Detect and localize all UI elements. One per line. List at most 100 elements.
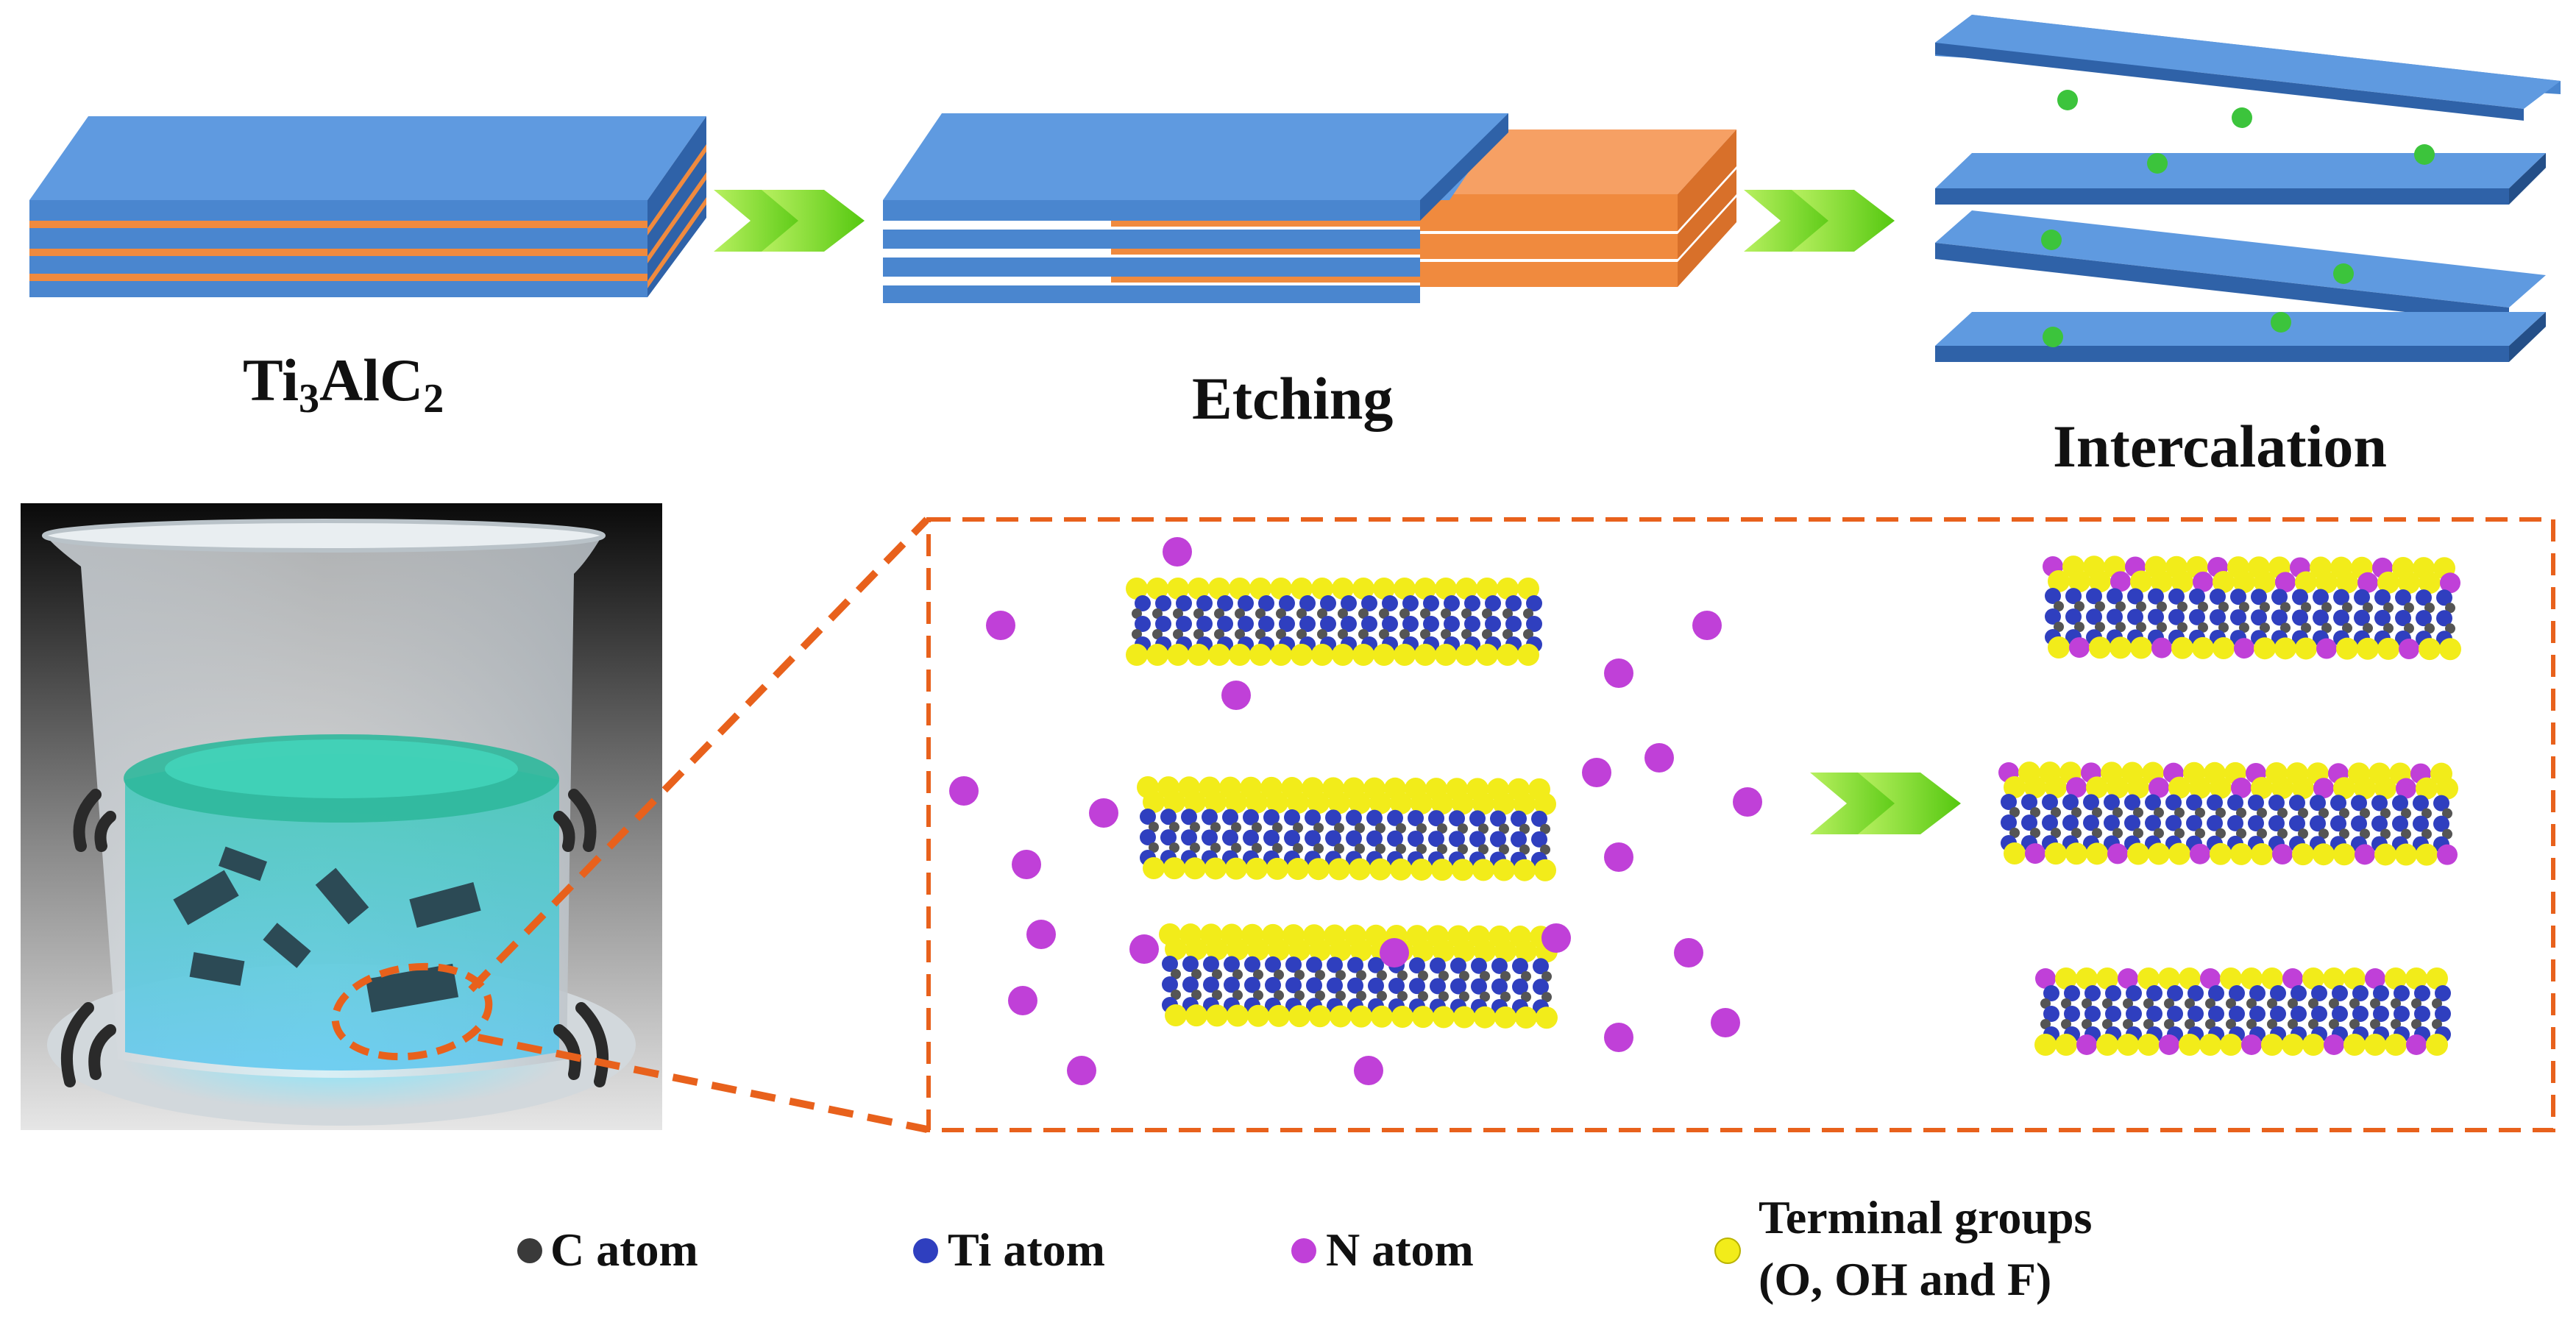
terminal-group-atom [1515, 940, 1537, 963]
ti-atom [1449, 810, 1465, 827]
terminal-group-atom [2117, 1034, 2139, 1056]
terminal-group-atom [2419, 638, 2441, 661]
c-atom [2445, 623, 2455, 634]
terminal-group-atom [2365, 968, 2385, 989]
ti-atom [1387, 809, 1403, 826]
free-n-atom [1604, 658, 1633, 688]
ti-atom [1160, 829, 1177, 846]
ti-atom [2373, 985, 2389, 1001]
c-atom [2246, 998, 2257, 1009]
ti-atom [1238, 616, 1254, 632]
ti-atom [1505, 616, 1522, 632]
ti-atom [2083, 814, 2099, 831]
ti-atom [1279, 595, 1295, 611]
ti-atom [1409, 957, 1425, 974]
c-atom [1338, 629, 1348, 639]
ti-atom [1224, 976, 1240, 993]
terminal-group-atom [2357, 637, 2379, 660]
c-atom [1253, 969, 1263, 980]
ti-atom [1526, 595, 1542, 611]
terminal-group-atom [2364, 1034, 2386, 1056]
c-atom [1478, 844, 1489, 855]
terminal-group-atom [1472, 792, 1494, 815]
label-ti3alc2: Ti3AlC2 [243, 346, 444, 422]
terminal-group-atom [1534, 859, 1556, 881]
ti-atom [1306, 956, 1322, 973]
terminal-group-atom [1163, 791, 1185, 814]
c-atom [1523, 629, 1533, 639]
c-atom [2074, 622, 2084, 633]
ti-atom [2333, 589, 2349, 606]
c-atom [1420, 629, 1430, 639]
ti-atom [1430, 957, 1446, 974]
terminal-group-atom [2313, 843, 2335, 866]
ti-atom [2270, 1006, 2286, 1022]
c-atom [1441, 608, 1451, 619]
formula-ti: Ti [243, 347, 299, 413]
c-atom [1500, 991, 1511, 1002]
terminal-group-atom [2233, 571, 2255, 594]
terminal-group-atom [1332, 578, 1354, 600]
c-atom [2030, 828, 2040, 839]
ti-atom [1299, 595, 1316, 611]
ti-atom [1203, 976, 1219, 993]
ti-atom [1202, 829, 1218, 846]
c-atom [2370, 998, 2380, 1009]
ti-atom [1263, 809, 1280, 825]
c-atom [1500, 970, 1511, 981]
c-atom [1420, 608, 1430, 619]
terminal-group-atom [2200, 968, 2221, 989]
ti-atom [1449, 831, 1465, 848]
terminal-group-atom [2385, 1034, 2407, 1056]
c-atom [2380, 808, 2391, 819]
c-atom [1132, 608, 1142, 619]
c-atom [1214, 608, 1224, 619]
terminal-group-atom [1472, 859, 1494, 881]
free-n-atom [1067, 1056, 1096, 1085]
c-atom [1255, 608, 1266, 619]
ti-atom [1279, 616, 1295, 632]
c-atom [2383, 602, 2394, 613]
ti-atom [2186, 794, 2202, 811]
c-atom [2102, 998, 2112, 1009]
c-atom [2123, 998, 2133, 1009]
c-atom [1334, 823, 1344, 834]
ti-atom [1341, 616, 1357, 632]
ti-atom [2062, 794, 2079, 811]
ti-atom [2230, 609, 2246, 626]
c-atom [2082, 1019, 2092, 1029]
terminal-group-atom [2096, 967, 2118, 990]
terminal-group-atom [2254, 637, 2276, 660]
c-atom [1358, 629, 1369, 639]
c-atom [1519, 844, 1530, 855]
terminal-group-atom [1394, 644, 1416, 666]
ti-atom [2394, 985, 2410, 1001]
ti-atom [1140, 829, 1156, 845]
terminal-group-atom [2275, 572, 2296, 593]
mxene-stacks-after [1998, 555, 2461, 1056]
terminal-group-atom [2171, 570, 2193, 593]
ti-atom [2104, 794, 2120, 811]
ti-atom [2167, 1006, 2183, 1022]
intercalation-sheets [1935, 15, 2561, 362]
terminal-group-atom [2261, 1034, 2283, 1056]
ti-atom [1155, 595, 1171, 611]
ti-atom [1346, 830, 1362, 847]
free-n-atom [1008, 986, 1037, 1015]
terminal-group-atom [1249, 644, 1271, 666]
terminal-group-atom [2295, 637, 2317, 660]
c-atom [1338, 608, 1348, 619]
ti-atom [1244, 956, 1260, 973]
ti-atom [1305, 830, 1321, 847]
c-atom [1253, 990, 1263, 1001]
ti-atom [1428, 810, 1444, 827]
terminal-group-atom [1229, 644, 1251, 666]
ti-atom [1402, 616, 1419, 632]
c-atom [2424, 603, 2435, 614]
c-atom [2421, 808, 2432, 819]
terminal-group-atom [2110, 571, 2131, 592]
ti-atom [1182, 956, 1199, 973]
terminal-group-atom [1349, 858, 1371, 881]
terminal-group-atom [1185, 1004, 1207, 1027]
terminal-group-atom [1247, 1004, 1269, 1027]
